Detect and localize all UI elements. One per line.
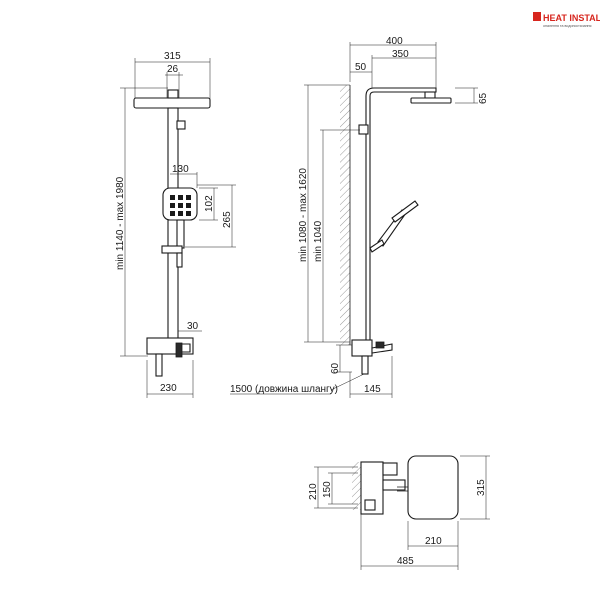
mixer-handle-dark <box>175 342 183 358</box>
hose-length-note: 1500 (довжина шлангу) <box>230 384 338 395</box>
dim-top-wall-depth: 210 <box>308 483 319 500</box>
wall-section <box>340 85 350 345</box>
mixer-handle-side <box>375 341 385 349</box>
dim-handshower-holder: 265 <box>222 211 233 228</box>
dim-head-thickness: 65 <box>478 92 489 104</box>
dim-top-mixer-depth: 150 <box>322 481 333 498</box>
front-view: 315 26 min 1140 - max 1980 130 102 <box>115 51 236 398</box>
side-view: 400 350 50 65 min 1080 - max 1620 min 10… <box>230 36 489 398</box>
dim-mixer-depth: 145 <box>364 384 381 395</box>
dim-handshower-width: 130 <box>172 164 189 175</box>
wall-section-top <box>352 462 361 510</box>
hand-holder-side <box>369 239 385 253</box>
mixer-lever-side <box>371 343 393 354</box>
rain-shower-head-top <box>407 455 459 520</box>
slide-holder <box>161 245 183 254</box>
dim-bar-height: min 1040 <box>313 220 324 262</box>
logo-brand: HEAT INSTALL <box>543 13 600 23</box>
logo-tagline: опалення та водопостачання <box>543 24 592 28</box>
dim-head-offset: 26 <box>167 64 179 75</box>
dim-top-total-length: 485 <box>397 556 414 567</box>
dim-total-reach: 400 <box>386 36 403 47</box>
brand-logo: HEAT INSTALL опалення та водопостачання <box>533 12 600 28</box>
dim-top-head-width: 210 <box>425 536 442 547</box>
hose-connector <box>176 252 183 268</box>
dim-handshower-height: 102 <box>204 195 215 212</box>
mixer-body-side <box>351 339 373 357</box>
top-view: 210 150 315 210 485 <box>308 455 490 570</box>
mixer-spout-side <box>361 355 369 375</box>
mixer-outlet-top <box>382 479 406 491</box>
dim-top-head-size: 315 <box>476 479 487 496</box>
dim-mixer-width: 230 <box>160 383 177 394</box>
dim-wall-gap: 60 <box>330 362 341 374</box>
rain-shower-head-side <box>410 97 452 104</box>
hand-shower-face-side <box>391 200 419 223</box>
dim-arm-reach: 350 <box>392 49 409 60</box>
mixer-spout <box>155 353 163 377</box>
mixer-spout-top <box>364 499 376 511</box>
shower-arm-side <box>365 87 437 346</box>
shower-arm-joint <box>167 89 179 99</box>
wall-bracket-top <box>176 120 186 130</box>
dim-mixer-offset: 30 <box>187 321 199 332</box>
mixer-lever-top <box>382 462 398 476</box>
dim-side-height: min 1080 - max 1620 <box>298 168 309 262</box>
rain-shower-head <box>133 97 211 109</box>
dim-front-width: 315 <box>164 51 181 62</box>
dim-front-height: min 1140 - max 1980 <box>115 176 126 270</box>
dim-wall-offset: 50 <box>355 62 367 73</box>
hand-shower-handle <box>176 219 185 249</box>
head-mount-side <box>424 91 436 99</box>
wall-bracket-side <box>358 124 369 135</box>
